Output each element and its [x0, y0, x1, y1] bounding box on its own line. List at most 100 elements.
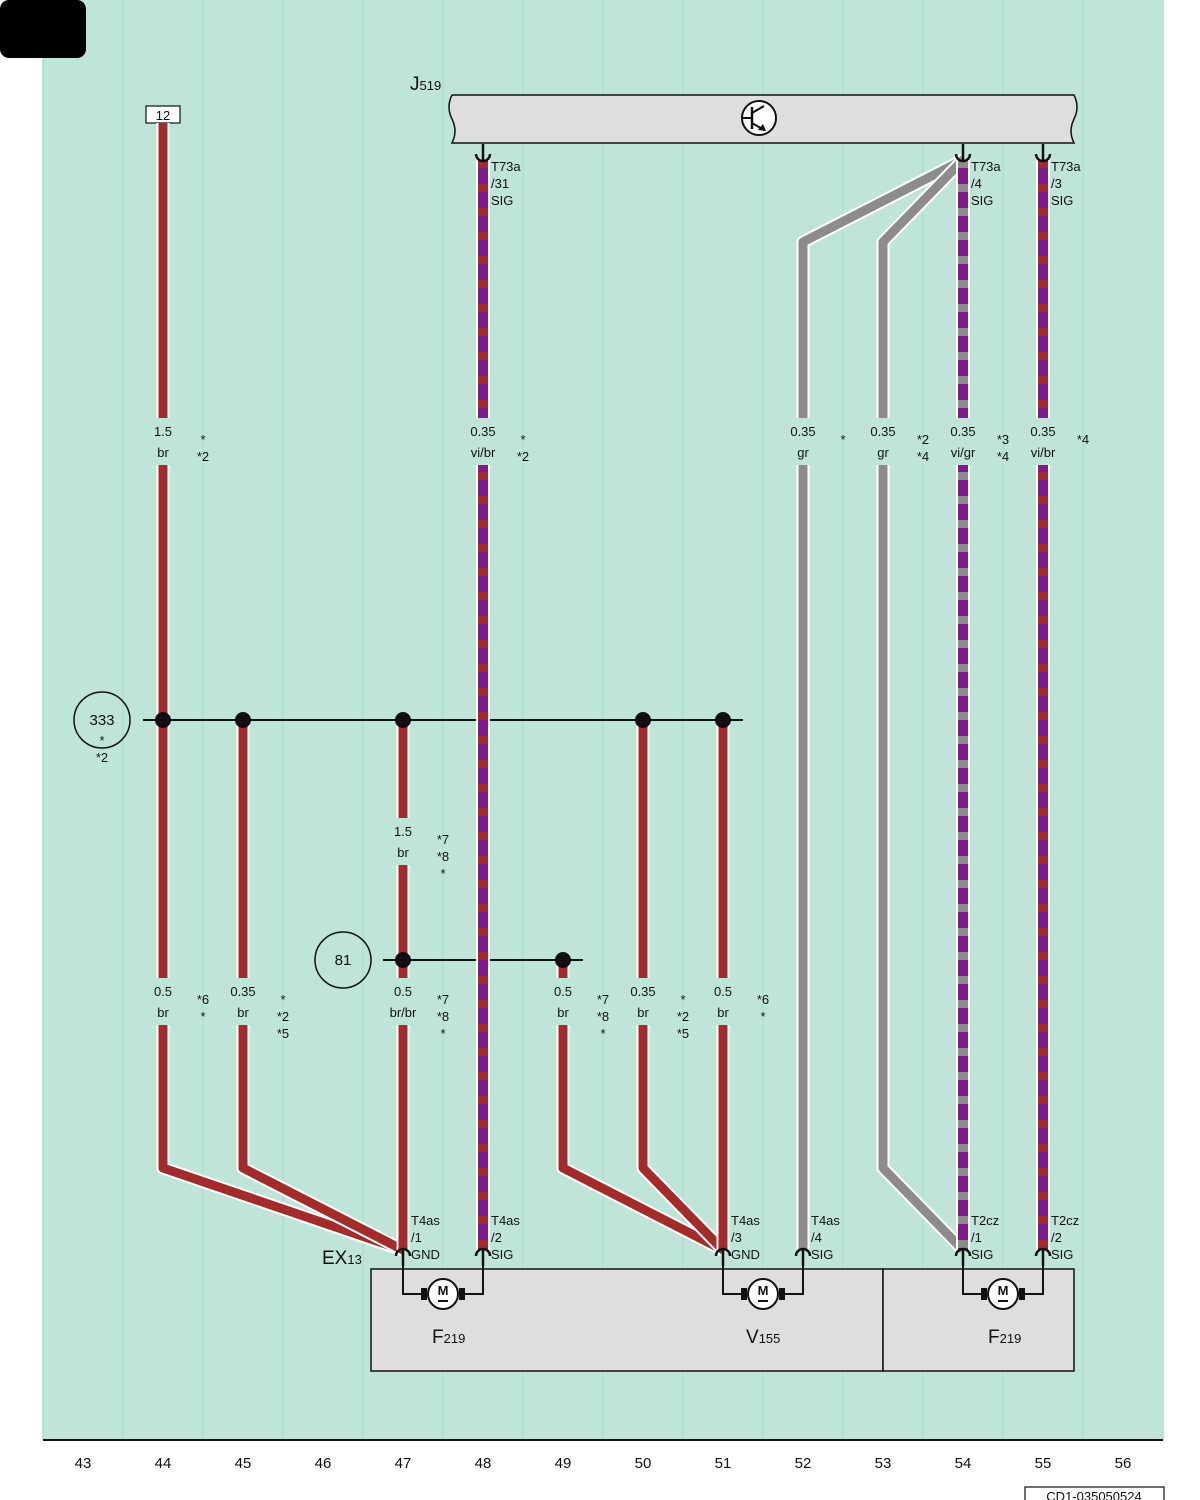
wire-size: 1.5 — [394, 824, 412, 839]
component-label-f219-right: F219 — [988, 1327, 1021, 1348]
connector-pin: /1 — [411, 1230, 422, 1245]
connector-signal: SIG — [1051, 1247, 1073, 1262]
motor-lead — [722, 1266, 743, 1295]
connector-name: T73a — [971, 159, 1001, 174]
wire-color: vi/br — [1031, 445, 1056, 460]
wire-label-gap — [152, 418, 174, 465]
junction-dot — [635, 712, 651, 728]
column-number: 50 — [635, 1455, 652, 1472]
wire-note: *8 — [597, 1009, 609, 1024]
connector-signal: SIG — [491, 193, 513, 208]
connector-signal: SIG — [1051, 193, 1073, 208]
wire-52-core — [798, 155, 966, 1250]
wire-color: br — [637, 1005, 649, 1020]
connector-signal: SIG — [491, 1247, 513, 1262]
ground-point-333-note: * — [99, 733, 104, 748]
wire-size: 0.5 — [554, 984, 572, 999]
motor-label: M — [998, 1283, 1009, 1298]
component-box-right — [882, 1268, 1075, 1372]
column-number: 51 — [715, 1455, 732, 1472]
wire-note: * — [200, 1009, 205, 1024]
motor-label: M — [438, 1283, 449, 1298]
wire-55-core — [1038, 160, 1048, 1250]
component-prefix: V — [746, 1327, 759, 1348]
connector-pin: /2 — [1051, 1230, 1062, 1245]
connector-top-left: T73a /31 SIG — [491, 159, 521, 208]
wire-note: *2 — [917, 432, 929, 447]
ex-sub: 13 — [347, 1252, 361, 1267]
wire-size: 0.35 — [1030, 424, 1055, 439]
junction-dot — [395, 712, 411, 728]
connector-name: T73a — [1051, 159, 1081, 174]
doc-code-box — [1024, 1486, 1165, 1500]
wire-note: * — [200, 432, 205, 447]
column-number: 46 — [315, 1455, 332, 1472]
page-corner-tab — [0, 0, 86, 58]
connector-b3: T4as /3 GND — [731, 1213, 760, 1262]
wire-color: br — [157, 445, 169, 460]
ex-label: EX13 — [322, 1248, 362, 1269]
wire-label-gap — [1032, 418, 1054, 465]
motor-brush — [1019, 1288, 1025, 1300]
column-number: 52 — [795, 1455, 812, 1472]
wire-size: 0.35 — [790, 424, 815, 439]
wire-color: gr — [877, 445, 889, 460]
wire-note: * — [280, 992, 285, 1007]
wire-note: *4 — [917, 449, 929, 464]
wire-color: gr — [797, 445, 809, 460]
motor-brush — [779, 1288, 785, 1300]
column-number: 54 — [955, 1455, 972, 1472]
wire-note: * — [520, 432, 525, 447]
doc-code: CD1-035050524 — [1046, 1489, 1141, 1500]
connector-pins — [394, 144, 1052, 1266]
column-number: 48 — [475, 1455, 492, 1472]
wire-note: *5 — [277, 1026, 289, 1041]
ground-point-333-label: 333 — [89, 712, 114, 729]
connector-signal: SIG — [971, 193, 993, 208]
wire-note: *3 — [997, 432, 1009, 447]
connector-name: T4as — [491, 1213, 520, 1228]
wire-49-core — [558, 960, 726, 1255]
component-prefix: F — [432, 1327, 444, 1348]
junction-dot — [235, 712, 251, 728]
motor-lead — [1023, 1266, 1044, 1295]
wire-color: vi/br — [471, 445, 496, 460]
wire-color: br — [717, 1005, 729, 1020]
ground-point-333 — [73, 691, 131, 749]
wire-label-gap — [472, 418, 494, 465]
motor-icon — [747, 1278, 779, 1310]
wire-size: 0.5 — [714, 984, 732, 999]
junction-dot — [715, 712, 731, 728]
motor-brush — [981, 1288, 987, 1300]
junction-dot — [395, 952, 411, 968]
wire-size: 0.35 — [230, 984, 255, 999]
wire-size: 1.5 — [154, 424, 172, 439]
wire-54-core — [958, 160, 968, 1250]
wire-44-core — [158, 123, 405, 1255]
wire-note: *2 — [517, 449, 529, 464]
wire-note: * — [760, 1009, 765, 1024]
wire-note: *6 — [757, 992, 769, 1007]
component-sub: 219 — [444, 1331, 466, 1346]
wire-size: 0.35 — [470, 424, 495, 439]
connector-b1: T4as /1 GND — [411, 1213, 440, 1262]
connector-name: T4as — [731, 1213, 760, 1228]
wire-size: 0.35 — [870, 424, 895, 439]
connector-b6: T2cz /2 SIG — [1051, 1213, 1079, 1262]
motor-icon — [427, 1278, 459, 1310]
wire-label-gap — [232, 978, 254, 1025]
column-number: 47 — [395, 1455, 412, 1472]
wire-note: *2 — [277, 1009, 289, 1024]
junction-dot — [155, 712, 171, 728]
wire-note: *7 — [437, 832, 449, 847]
connector-signal: SIG — [971, 1247, 993, 1262]
column-number: 44 — [155, 1455, 172, 1472]
wire-color: br — [557, 1005, 569, 1020]
ground-point-333-note: *2 — [96, 750, 108, 765]
motor-lead — [463, 1266, 484, 1295]
wire-50-core — [638, 720, 727, 1254]
ex-prefix: EX — [322, 1248, 348, 1269]
wire-note: * — [680, 992, 685, 1007]
wire-label-gap — [632, 978, 654, 1025]
